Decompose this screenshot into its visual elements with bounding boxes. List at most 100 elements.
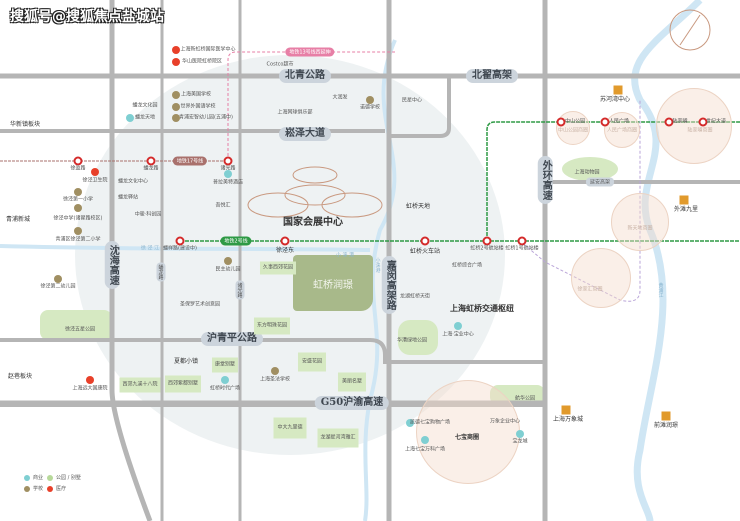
school-icon [172,91,180,99]
road-shenhai: 沈海高速 [104,241,120,289]
expo-center-drawing [247,166,383,218]
river-xujing [0,244,371,252]
airport-icon[interactable] [517,236,527,246]
poi-label: 虹桥时代广场 [209,385,241,392]
legend-school: 学校 [24,485,43,492]
poi-label: 虹桥天地 [405,203,431,210]
station-icon[interactable] [698,117,708,127]
poi-label: 民星中心 [401,97,423,104]
poi-label: 圣保罗艺术创意园 [179,301,221,308]
poi-label: 西郊紫都别墅 [164,375,202,393]
poi-label: 上海网球俱乐部 [277,109,313,116]
coverage-circle [75,55,505,455]
area-label: 华新镇板块 [9,121,41,128]
airport-icon[interactable] [482,236,492,246]
circle-xujiahui [571,248,631,308]
river-label: 徐 泾 江 [140,245,160,252]
road-beizhai: 北翟高架 [466,69,518,83]
station-label: 虹桥2号航站楼 [470,245,504,252]
qibao-label: 七宝商圈 [454,434,480,441]
school-icon [54,275,62,283]
station-icon[interactable] [73,156,83,166]
commerce-icon [126,114,134,122]
line2-badge: 地铁2号线 [220,236,252,246]
station-label: 蟠祥路(建设中) [163,245,197,252]
station-icon[interactable] [420,236,430,246]
poi-label: 徐泾第二幼儿园 [40,283,76,290]
road-yanan: 延安高架 [585,177,615,187]
station-icon[interactable] [280,236,290,246]
commerce-icon [516,430,524,438]
medical-icon [172,46,180,54]
poi-label: 上海动物园 [574,169,600,176]
poi-label: 上海七宝万科广场 [404,446,446,453]
logo [669,9,711,51]
poi-label: 华山医院虹桥院区 [181,58,223,65]
commerce-icon [561,405,571,415]
station-icon[interactable] [175,236,185,246]
expo-center-label: 国家会展中心 [283,217,343,228]
poi-label: 万象企业中心 [489,418,521,425]
poi-label: 美丽名墅 [337,372,367,392]
poi-label: 中大九里德 [273,417,307,439]
river-label: 黄浦江 [657,282,664,298]
circle-label: 徐家汇商圈 [577,286,603,293]
station-icon[interactable] [223,156,233,166]
station-icon[interactable] [600,117,610,127]
poi-label: 凯德七宝购物广场 [409,419,451,426]
school-icon [74,227,82,235]
river-label: 小涞港 [374,257,381,273]
commerce-icon [224,170,232,178]
poi-label: 西郊九溪十八院 [119,377,161,393]
poi-label: 吾悦汇 [215,202,231,209]
poi-label: 安盛花园 [297,352,327,372]
circle-label: 陆家嘴商圈 [687,127,713,134]
road-zhuguang: 诸光路 [235,280,245,300]
poi-label: 上海新虹桥国际医学中心 [180,46,236,53]
poi-label: 久事西郊花园 [259,261,297,275]
poi-label: 上海·宝业中心 [442,331,474,338]
station-label: 中山公园 [564,118,586,125]
poi-label: 青浦区徐泾第二小学 [55,236,101,243]
poi-label: 上海圣法学校 [259,376,291,383]
project-hongqiao-runjing[interactable]: 虹桥润璟 [293,255,373,311]
watermark: 搜狐号@搜狐焦点盐城站 [10,9,164,25]
poi-label: Costco超市 [266,61,294,68]
road-g50: G50沪渝高速 [314,396,390,410]
road-beiqing: 北青公路 [279,69,331,83]
school-icon [366,96,374,104]
station-icon[interactable] [146,156,156,166]
station-icon[interactable] [556,117,566,127]
area-label: 青浦新城 [5,216,31,223]
road-waihuan: 外环高速 [537,156,553,204]
station-label: 徐盈路 [70,165,86,172]
road-huqingping: 沪青平公路 [201,332,263,346]
area-label: 外滩九里 [673,206,699,213]
poi-label: 蟠龙文化中心 [117,178,149,185]
station-label: 世纪大道 [705,118,727,125]
circle-label: 人民广场商圈 [606,127,638,134]
poi-label: 诺德学校 [359,104,381,111]
commerce-icon [406,419,414,427]
circle-renmin [604,112,640,148]
station-icon[interactable] [664,117,674,127]
school-icon [74,188,82,196]
school-icon [172,103,180,111]
area-label: 苏河湾中心 [599,96,631,103]
commerce-icon [613,85,623,95]
station-label: 虹桥1号航站楼 [505,245,539,252]
hub-label: 上海虹桥交通枢纽 [450,304,514,313]
station-label: 蟠龙路 [143,165,159,172]
station-label: 徐泾东 [275,247,295,254]
poi-label: 宝龙城 [512,438,528,445]
medical-icon [86,376,94,384]
poi-label: 中骏·科创园 [134,211,162,218]
poi-label: 夏都小镇 [173,358,199,365]
poi-label: 蟠龙天地 [134,114,156,121]
circle-zhongshan [556,111,590,145]
road-jiamin: 嘉闵高架路 [381,256,397,314]
school-icon [271,367,279,375]
medical-icon [172,58,180,66]
